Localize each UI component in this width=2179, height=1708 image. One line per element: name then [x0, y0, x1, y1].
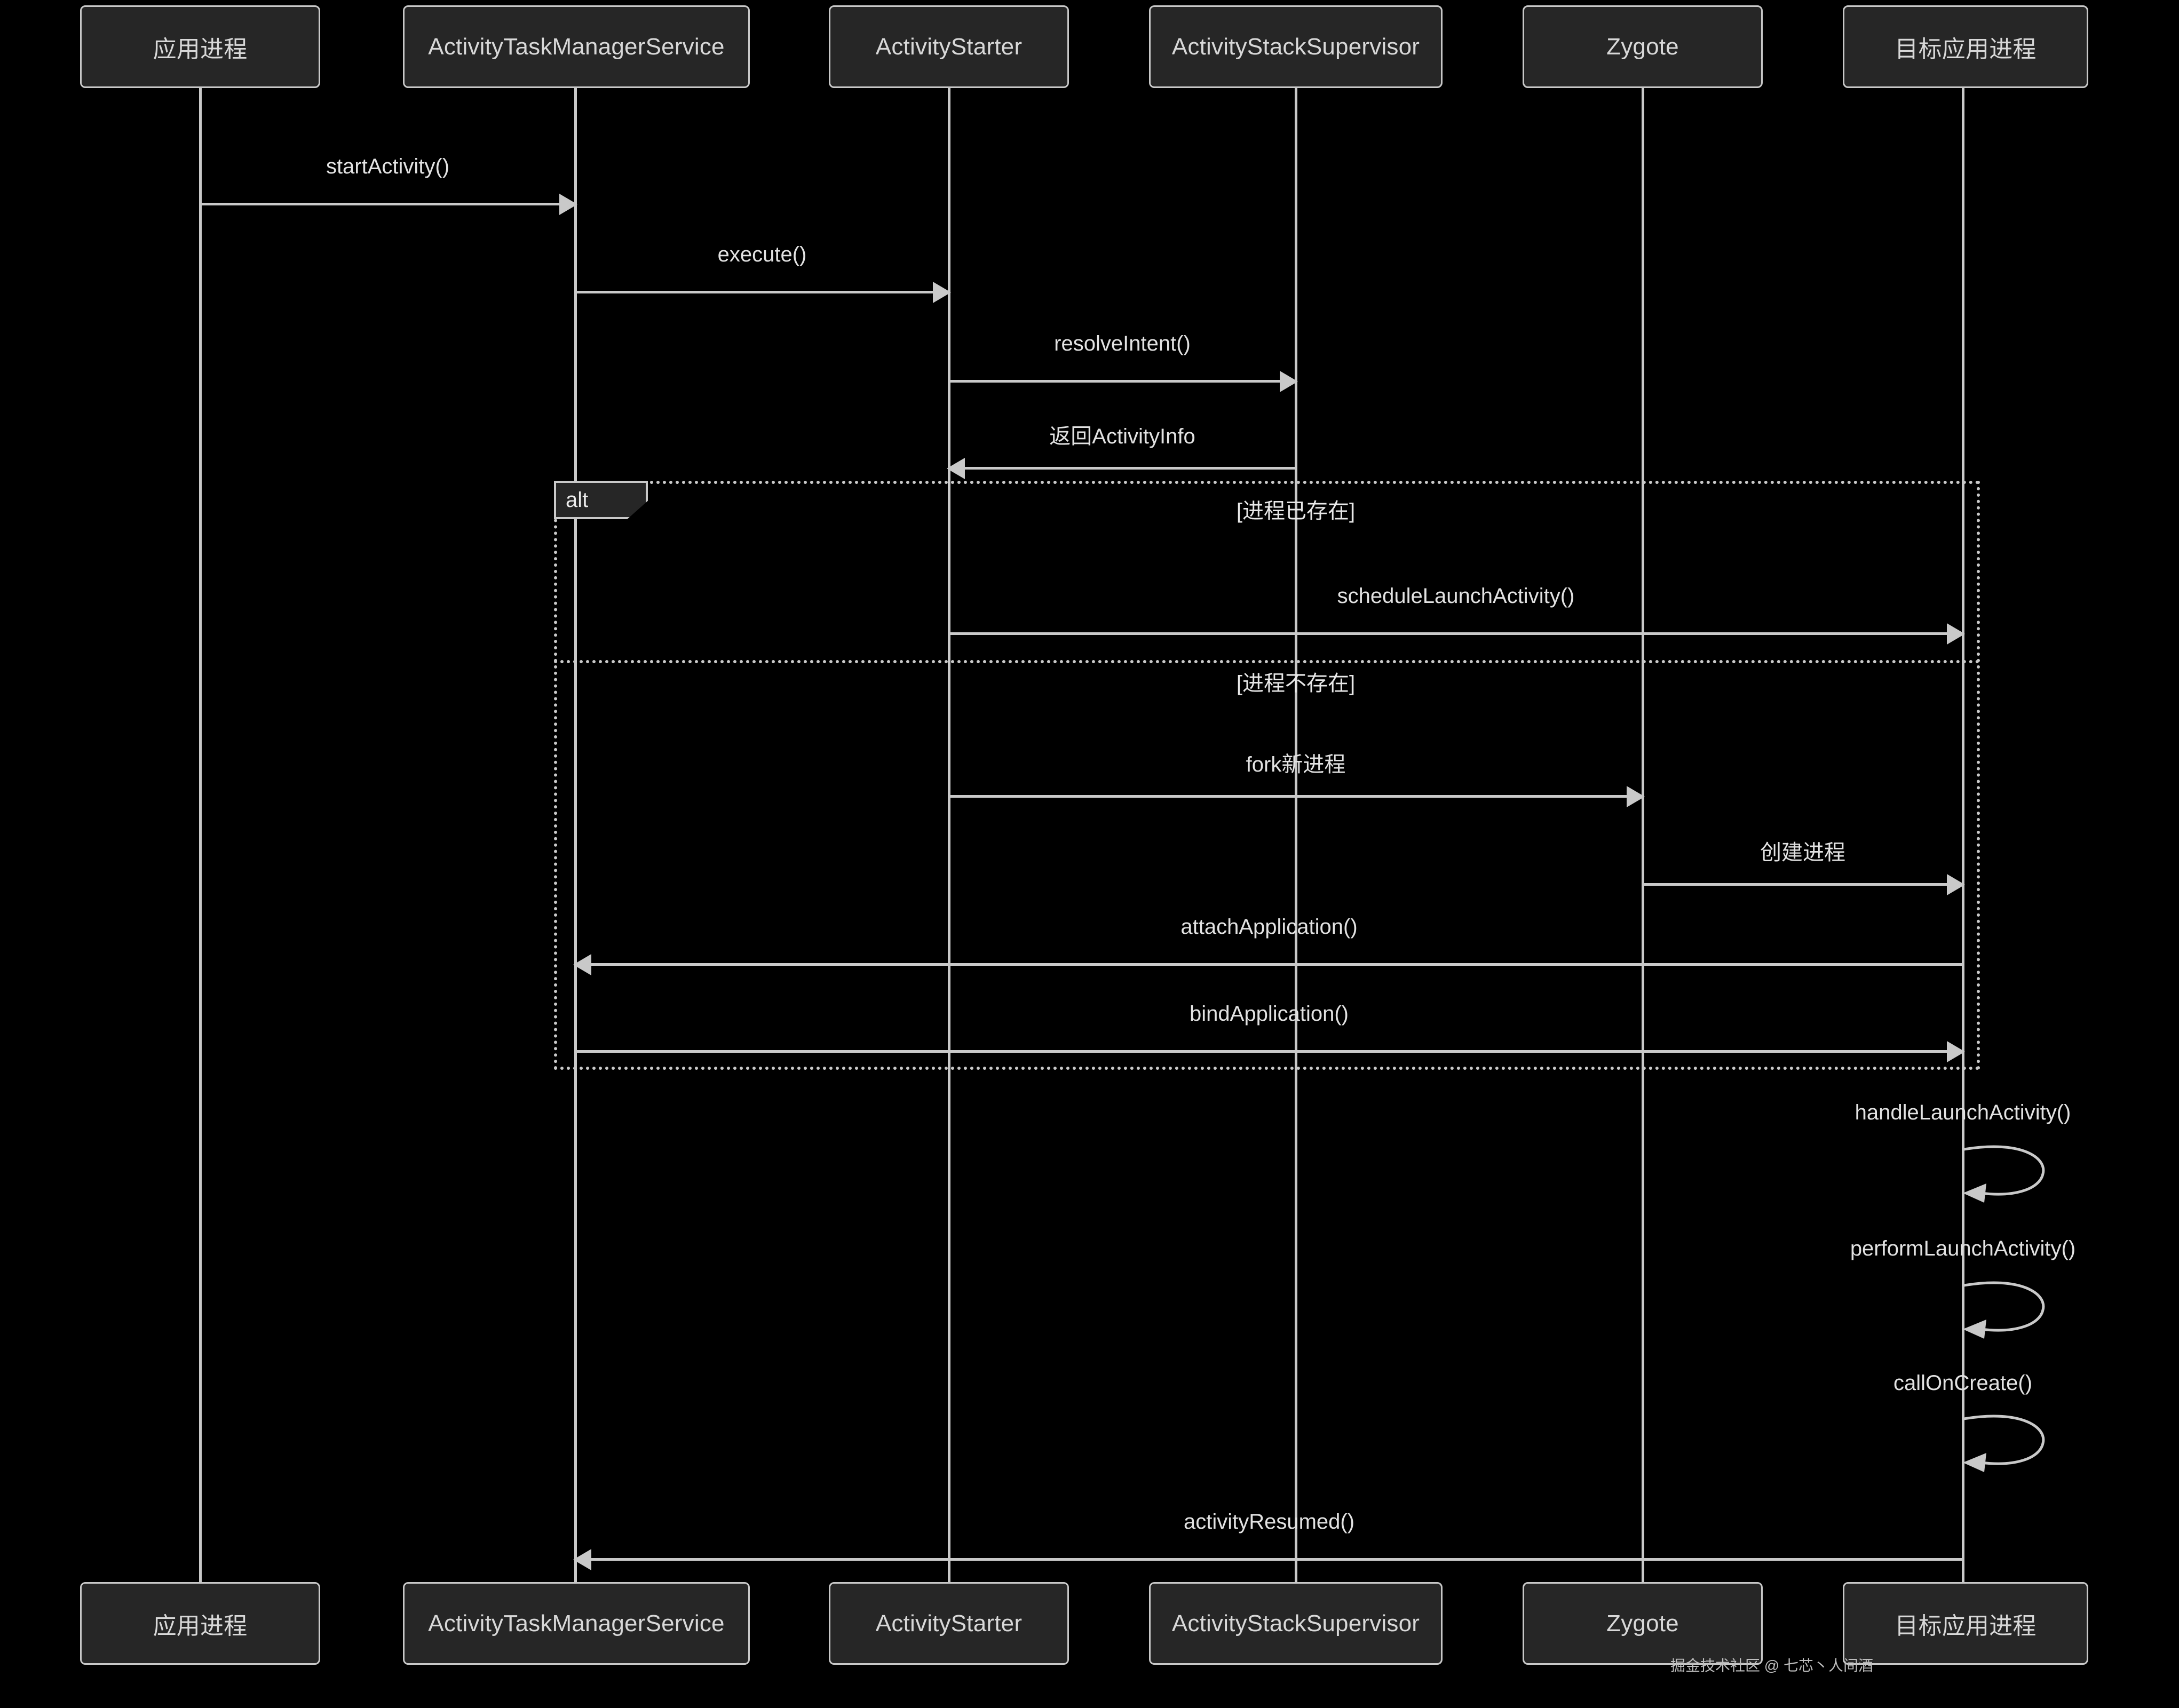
- participant-label: Zygote: [1606, 1610, 1679, 1636]
- alt-condition-0: [进程已存在]: [1236, 499, 1356, 523]
- message-arrow-9: [573, 1549, 1963, 1570]
- message-label-2: resolveIntent(): [1054, 332, 1191, 355]
- participant-box-atms-top: ActivityTaskManagerService: [403, 5, 750, 88]
- lifeline-tgt: [1962, 88, 1964, 1582]
- message-label-5: fork新进程: [1246, 753, 1346, 776]
- participant-box-tgt-top: 目标应用进程: [1843, 5, 2088, 88]
- participant-label: 目标应用进程: [1895, 36, 2037, 62]
- message-arrow-6: [1643, 874, 1965, 895]
- alt-fragment-divider: [554, 660, 1980, 663]
- message-arrow-0: [200, 194, 577, 215]
- participant-label: ActivityStarter: [875, 1610, 1023, 1636]
- participant-label: 目标应用进程: [1895, 1612, 2037, 1639]
- lifeline-as: [948, 88, 950, 1582]
- message-label-0: startActivity(): [326, 155, 450, 178]
- lifeline-zyg: [1642, 88, 1644, 1582]
- message-label-6: 创建进程: [1760, 841, 1845, 864]
- message-arrow-7: [573, 954, 1963, 975]
- message-label-1: execute(): [717, 243, 807, 266]
- message-label-4: scheduleLaunchActivity(): [1337, 584, 1575, 608]
- alt-condition-1: [进程不存在]: [1236, 672, 1356, 695]
- self-message-loop-2: [1963, 1415, 2045, 1472]
- participant-box-zyg-top: Zygote: [1523, 5, 1763, 88]
- participant-label: ActivityStackSupervisor: [1171, 33, 1420, 60]
- participant-box-app-top: 应用进程: [80, 5, 320, 88]
- message-arrow-5: [949, 786, 1645, 807]
- participant-label: ActivityStackSupervisor: [1171, 1610, 1420, 1636]
- participant-box-atms-bottom: ActivityTaskManagerService: [403, 1582, 750, 1665]
- participant-label: 应用进程: [153, 36, 248, 62]
- message-arrow-1: [575, 282, 951, 303]
- message-label-3: 返回ActivityInfo: [1049, 425, 1195, 448]
- participant-box-zyg-bottom: Zygote: [1523, 1582, 1763, 1665]
- watermark: 掘金技术社区 @ 七芯丶人间酒: [1670, 1657, 1873, 1674]
- participant-box-ass-bottom: ActivityStackSupervisor: [1149, 1582, 1443, 1665]
- participant-label: Zygote: [1606, 33, 1679, 60]
- message-label-9: activityResumed(): [1183, 1510, 1355, 1534]
- participant-box-app-bottom: 应用进程: [80, 1582, 320, 1665]
- message-label-7: attachApplication(): [1180, 915, 1358, 939]
- self-message-label-2: callOnCreate(): [1893, 1371, 2033, 1395]
- participant-label: 应用进程: [153, 1612, 248, 1639]
- participant-box-as-top: ActivityStarter: [829, 5, 1069, 88]
- self-message-loop-0: [1963, 1145, 2045, 1203]
- participant-label: ActivityTaskManagerService: [428, 1610, 725, 1636]
- self-message-loop-1: [1963, 1281, 2045, 1339]
- participant-label: ActivityStarter: [875, 33, 1023, 60]
- self-message-label-0: handleLaunchActivity(): [1855, 1101, 2071, 1124]
- lifeline-atms: [574, 88, 577, 1582]
- alt-fragment-keyword: alt: [554, 481, 648, 519]
- message-label-8: bindApplication(): [1190, 1002, 1349, 1026]
- participant-box-tgt-bottom: 目标应用进程: [1843, 1582, 2088, 1665]
- participant-box-ass-top: ActivityStackSupervisor: [1149, 5, 1443, 88]
- alt-fragment-frame: [554, 481, 1980, 1070]
- lifeline-app: [199, 88, 202, 1582]
- lifeline-ass: [1295, 88, 1297, 1582]
- message-arrow-2: [949, 371, 1298, 392]
- participant-label: ActivityTaskManagerService: [428, 33, 725, 60]
- participant-box-as-bottom: ActivityStarter: [829, 1582, 1069, 1665]
- self-message-label-1: performLaunchActivity(): [1850, 1237, 2076, 1260]
- message-arrow-3: [947, 458, 1296, 479]
- message-arrow-8: [575, 1041, 1965, 1062]
- message-arrow-4: [949, 623, 1965, 645]
